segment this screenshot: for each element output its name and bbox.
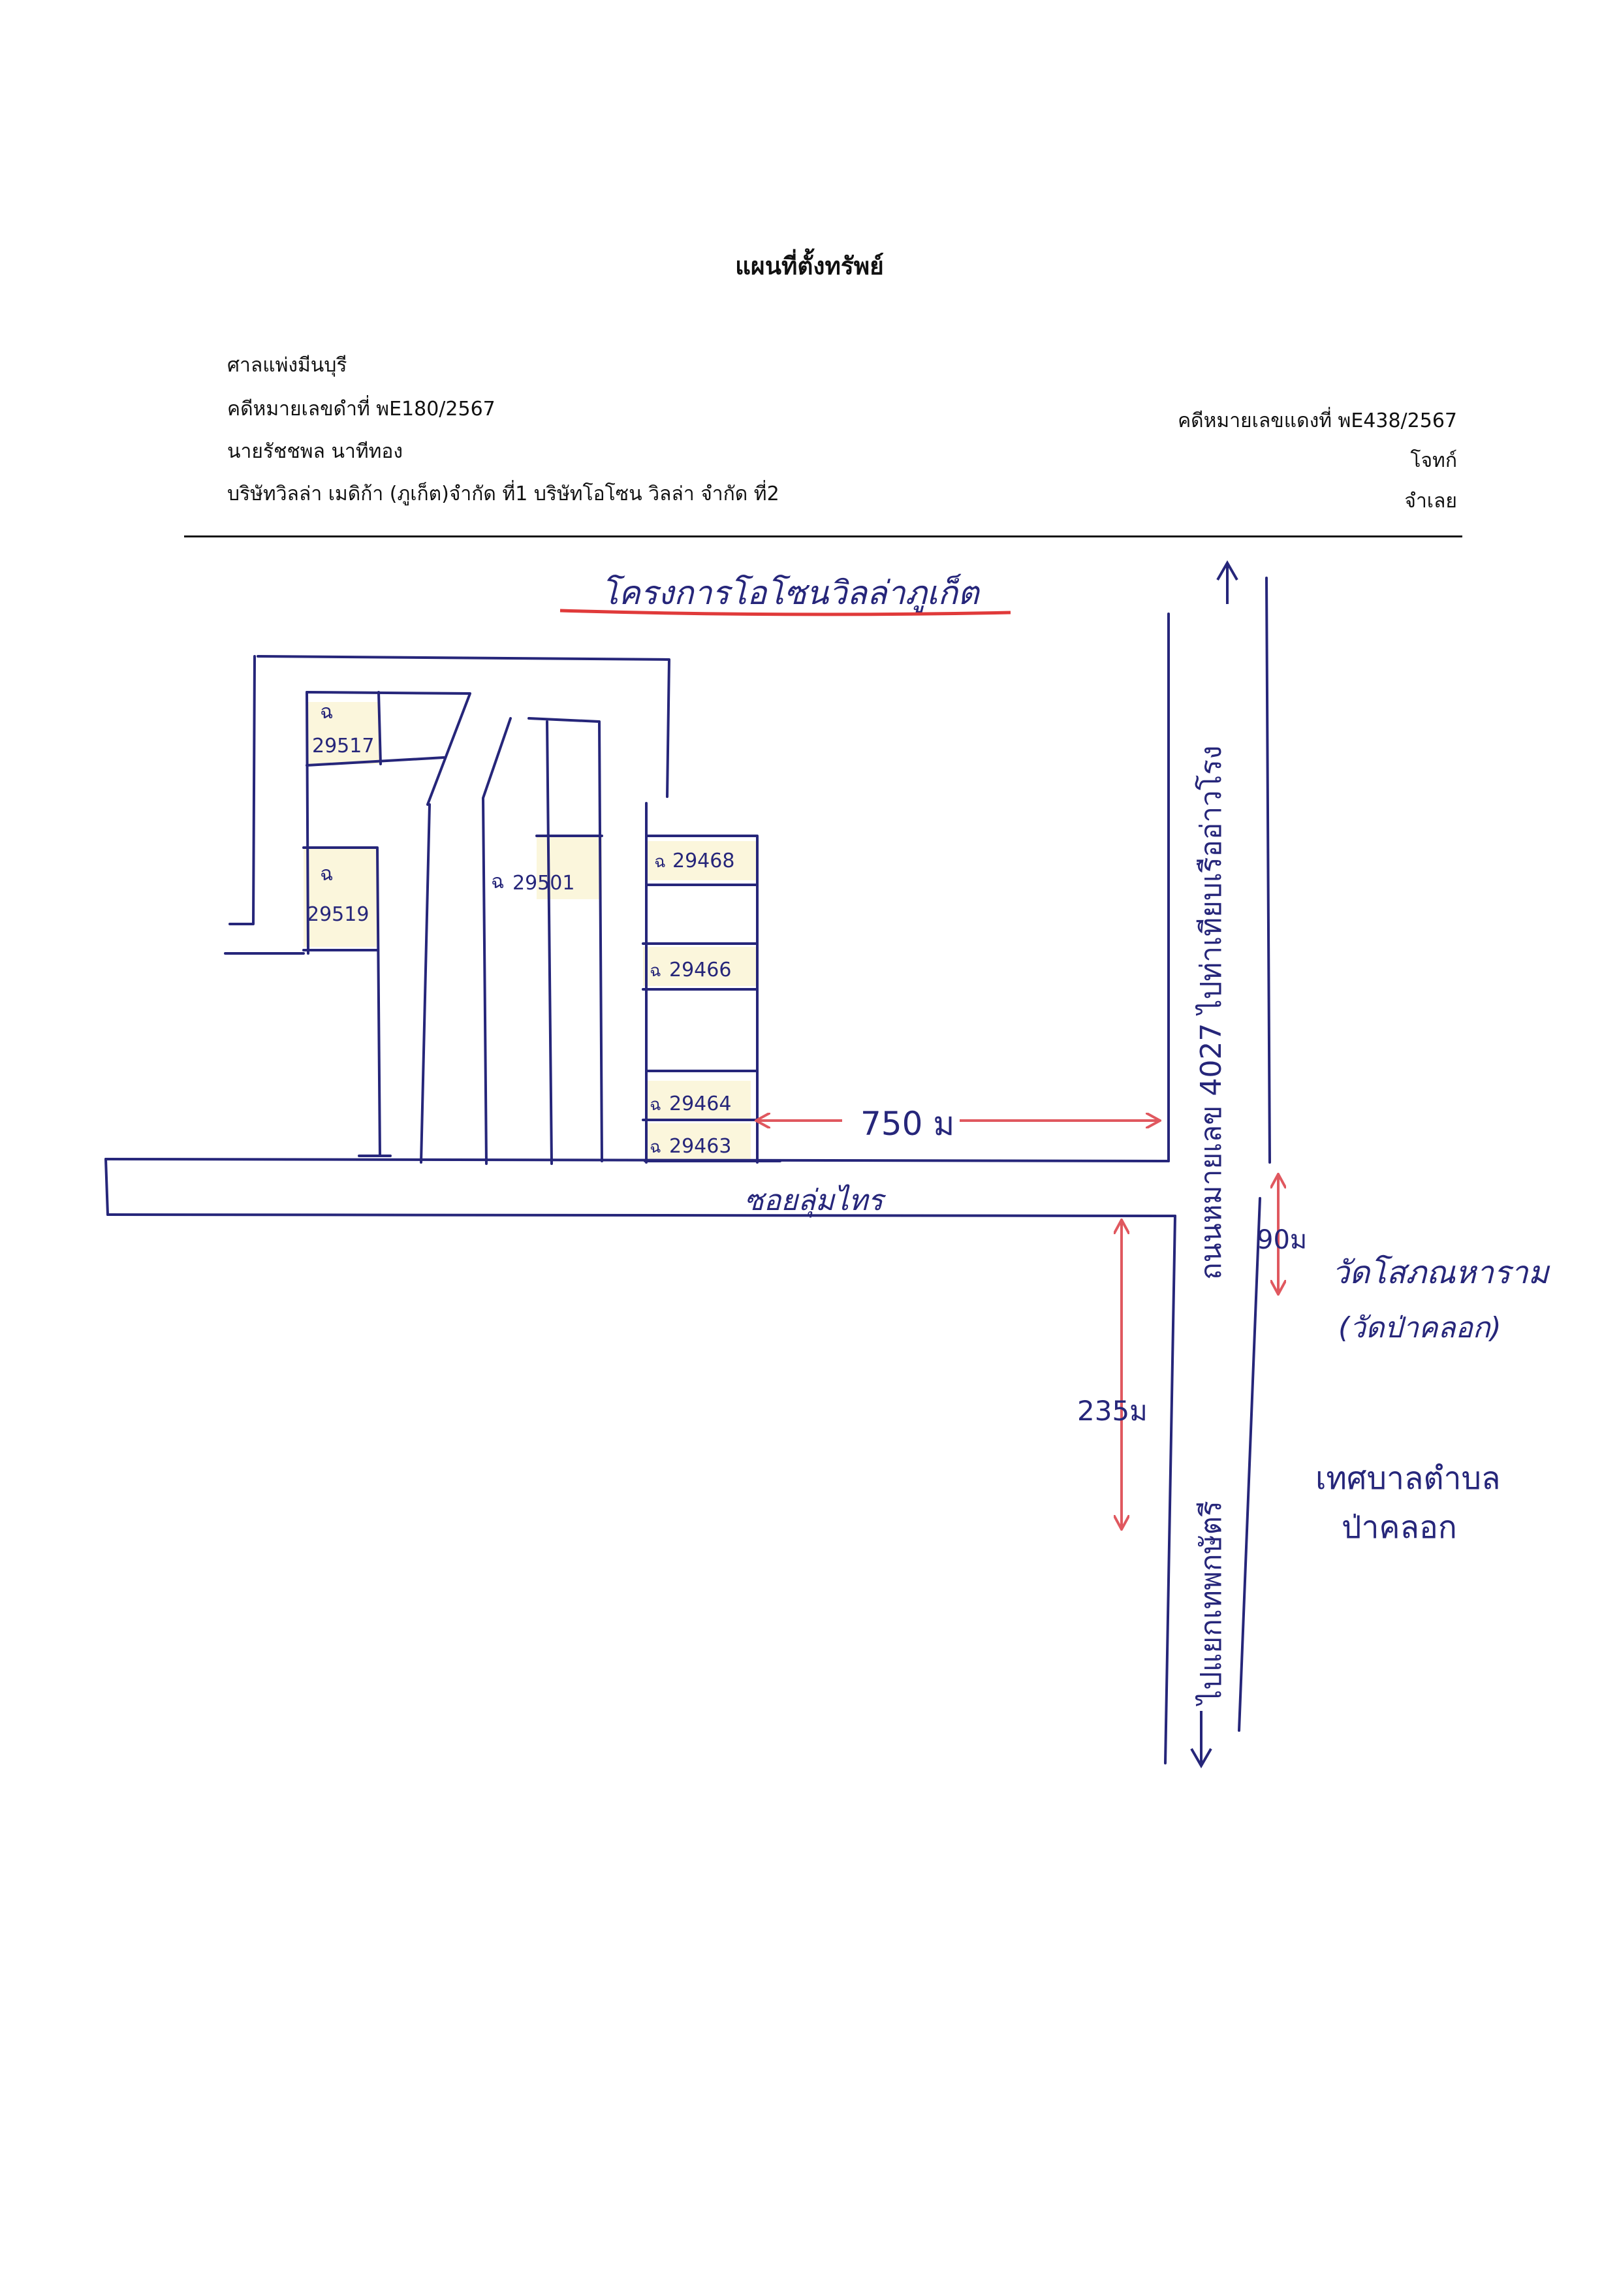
page-title: แผนที่ตั้งทรัพย์ <box>735 252 884 280</box>
plot-prefix: ฉ <box>320 701 333 724</box>
plot-29466: 29466 <box>669 959 731 981</box>
south-arrowhead-icon <box>1190 1748 1212 1769</box>
map-lines <box>104 577 1271 1764</box>
plot-prefix: ฉ <box>491 870 504 893</box>
municipality-line1: เทศบาลตำบล <box>1315 1460 1500 1497</box>
plot-prefix: ฉ <box>650 1095 661 1115</box>
defendants-names: บริษัทวิลล่า เมดิก้า (ภูเก็ต)จำกัด ที่1 … <box>227 483 779 505</box>
plot-29463: 29463 <box>669 1135 731 1158</box>
temple-alt-name: (วัดป่าคลอก) <box>1338 1311 1501 1345</box>
header-divider <box>184 535 1462 537</box>
plot-prefix: ฉ <box>320 863 333 885</box>
plot-highlights <box>304 702 757 1162</box>
project-name: โครงการโอโซนวิลล่าภูเก็ต <box>601 573 981 613</box>
plaintiff-name: นายรัชชพล นาทีทอง <box>227 440 403 463</box>
road-south-label: ไปแยกเทพกษัตรี <box>1195 1501 1228 1706</box>
distance-235-label: 235ม <box>1077 1395 1148 1427</box>
road-4027-label: ถนนหมายเลข 4027 ไปท่าเทียบเรืออ่าวโรง <box>1195 745 1228 1280</box>
municipality-line2: ป่าคลอก <box>1342 1509 1457 1546</box>
distance-750-label: 750 ม <box>860 1105 954 1143</box>
plot-29468: 29468 <box>672 850 734 872</box>
defendants-role: จำเลย <box>1404 490 1457 513</box>
plot-29517: 29517 <box>312 735 374 757</box>
plaintiff-role: โจทก์ <box>1410 449 1457 472</box>
plot-prefix: ฉ <box>650 961 661 981</box>
plot-29464: 29464 <box>669 1092 731 1115</box>
soi-label: ซอยลุ่มไทร <box>744 1184 887 1218</box>
project-name-underline <box>559 609 1011 616</box>
plot-29519: 29519 <box>307 903 369 926</box>
north-arrowhead-icon <box>1216 560 1238 581</box>
temple-name: วัดโสภณหาราม <box>1332 1254 1550 1291</box>
black-case-number: คดีหมายเลขดำที่ พE180/2567 <box>227 398 495 421</box>
distance-90-label: 90ม <box>1257 1225 1307 1255</box>
plot-29501: 29501 <box>512 872 574 895</box>
plot-prefix: ฉ <box>650 1138 661 1157</box>
court-name: ศาลแพ่งมีนบุรี <box>227 354 347 377</box>
plot-prefix: ฉ <box>654 852 666 872</box>
red-case-number: คดีหมายเลขแดงที่ พE438/2567 <box>1178 409 1457 432</box>
